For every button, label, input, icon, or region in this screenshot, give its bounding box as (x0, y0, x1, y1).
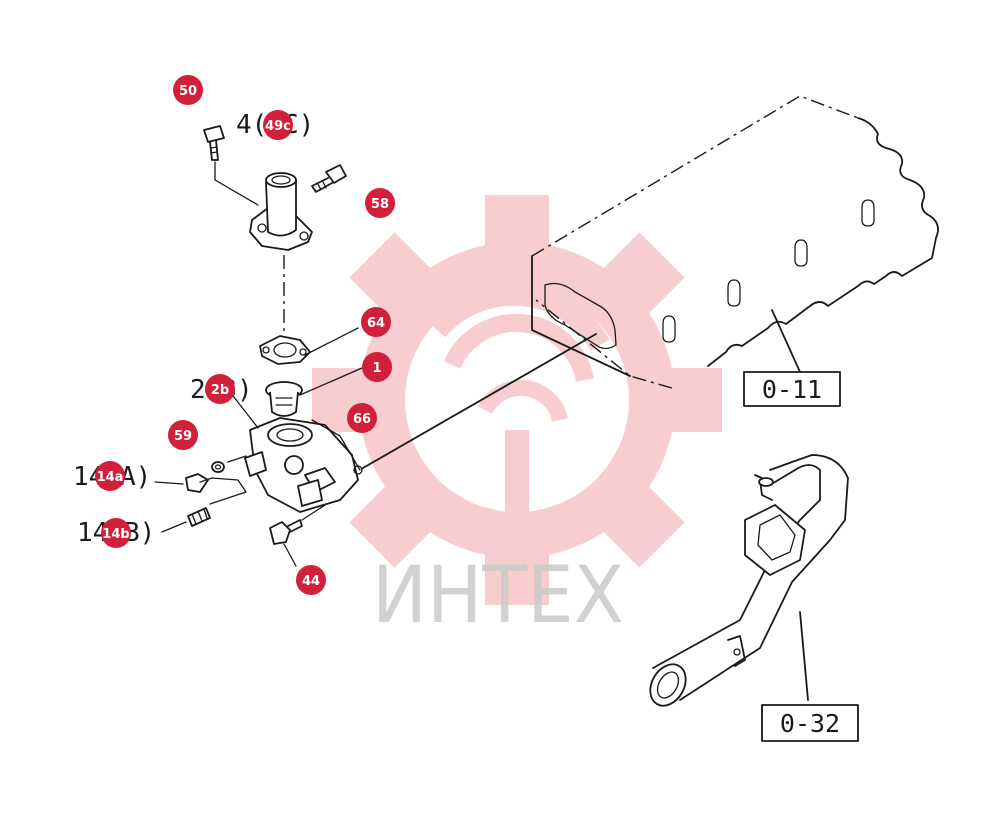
thermostat-housing-2b (244, 417, 363, 513)
svg-text:50: 50 (179, 84, 197, 99)
reference-label-0-32: 0-32 (780, 709, 840, 738)
leader-line (304, 327, 359, 356)
thermostat-1 (265, 381, 303, 417)
bolt-44 (269, 504, 326, 567)
watermark-text: ИНТЕХ (372, 551, 624, 641)
callout-44[interactable]: 44 (296, 565, 326, 595)
callout-1[interactable]: 1 (362, 352, 392, 382)
stud-14b (161, 507, 211, 533)
leader-line (229, 391, 259, 429)
callout-59[interactable]: 59 (168, 420, 198, 450)
svg-text:2b: 2b (211, 383, 229, 398)
gasket-64 (259, 335, 311, 365)
callout-58[interactable]: 58 (365, 188, 395, 218)
svg-text:64: 64 (367, 316, 385, 331)
callout-14b[interactable]: 14b (101, 518, 131, 548)
engine-block (531, 95, 939, 389)
gasket-66 (311, 419, 361, 471)
reference-box-0-11[interactable]: 0-11 (743, 371, 841, 407)
svg-text:66: 66 (353, 412, 371, 427)
connection-line (362, 333, 597, 469)
reference-box-0-32[interactable]: 0-32 (761, 704, 859, 742)
water-pipe (649, 454, 849, 707)
callout-64[interactable]: 64 (361, 307, 391, 337)
svg-text:14b: 14b (102, 527, 129, 542)
svg-text:1: 1 (372, 361, 381, 376)
washer-59 (211, 455, 247, 473)
svg-text:44: 44 (302, 574, 320, 589)
water-outlet-49c (249, 172, 313, 251)
svg-text:58: 58 (371, 197, 389, 212)
leader-line (214, 161, 259, 206)
bolt-58 (311, 164, 347, 193)
callout-2b[interactable]: 2b (205, 374, 235, 404)
leader-line (299, 367, 363, 396)
callout-66[interactable]: 66 (347, 403, 377, 433)
bolt-14a (154, 473, 247, 505)
callout-50[interactable]: 50 (173, 75, 203, 105)
svg-text:49c: 49c (265, 119, 291, 134)
callout-49c[interactable]: 49c (263, 110, 293, 140)
watermark-gear-icon (312, 195, 722, 605)
svg-text:59: 59 (174, 429, 192, 444)
svg-text:14a: 14a (97, 470, 124, 485)
bolt-50 (203, 125, 225, 161)
callout-14a[interactable]: 14a (95, 461, 125, 491)
reference-label-0-11: 0-11 (762, 375, 822, 404)
